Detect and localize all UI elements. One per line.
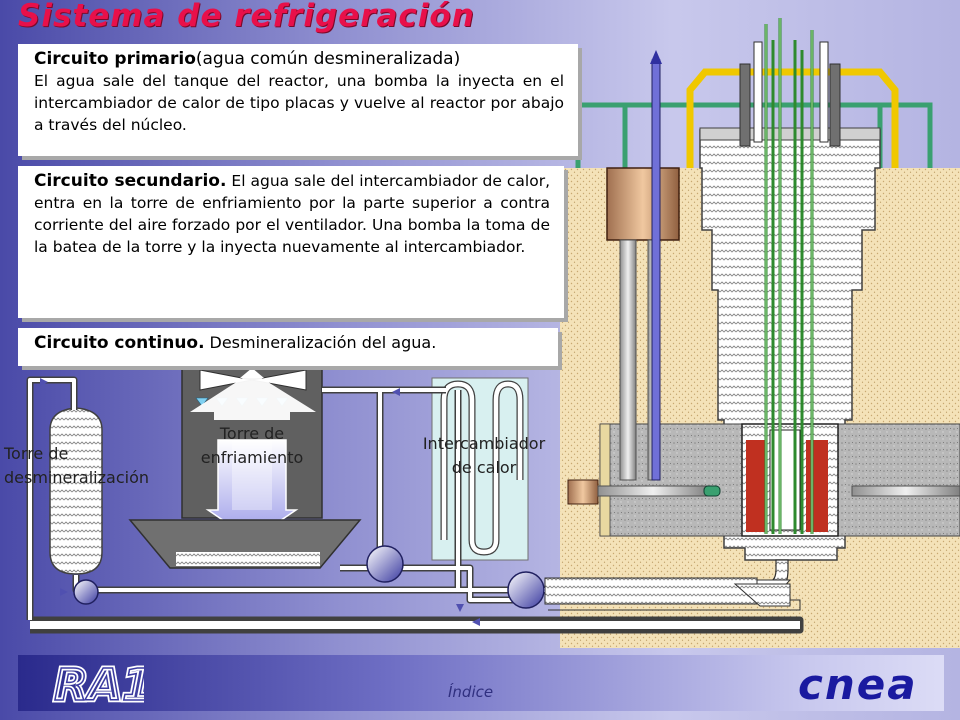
- pump-icon: [73, 545, 545, 609]
- footer-bar: [18, 655, 944, 711]
- index-link[interactable]: Índice: [448, 683, 494, 701]
- airflow-arrow-up: [190, 372, 316, 420]
- page-title: Sistema de refrigeración: [18, 0, 475, 34]
- primary-circuit-heading: Circuito primario: [34, 49, 196, 69]
- primary-circuit-subheading: (agua común desmineralizada): [195, 49, 461, 69]
- beam-tube-left: [567, 479, 599, 505]
- continuous-circuit-text: Desmineralización del agua.: [209, 333, 437, 352]
- continuous-circuit-heading: Circuito continuo.: [34, 333, 205, 353]
- continuous-circuit-note: Circuito continuo. Desmineralización del…: [18, 328, 558, 366]
- demineralization-tower-label: Torre de desmineralización: [4, 444, 149, 487]
- primary-circuit-text: El agua sale del tanque del reactor, una…: [34, 72, 564, 134]
- heat-exchanger-box: [431, 377, 529, 561]
- yellow-frame: [686, 68, 899, 168]
- secondary-circuit-note: Circuito secundario. El agua sale del in…: [18, 166, 564, 318]
- secondary-circuit-heading: Circuito secundario.: [34, 171, 227, 191]
- beam-tube-right: [851, 485, 960, 497]
- beam-column-plug: [606, 167, 680, 241]
- svg-text:RA1: RA1: [54, 660, 144, 706]
- primary-circuit-note: Circuito primario(agua común desminerali…: [18, 44, 578, 156]
- demineralization-column: [49, 407, 103, 575]
- heat-exchanger-label: Intercambiador de calor: [422, 434, 546, 477]
- control-rod: [739, 63, 751, 147]
- cooling-tower-label: Torre de enfriamiento: [200, 424, 304, 467]
- secondary-circuit-text: El agua sale del intercambiador de calor…: [34, 172, 550, 256]
- fan-icon: [199, 369, 253, 391]
- svg-text:RA1: RA1: [54, 660, 144, 706]
- cnea-logo: cnea: [798, 660, 918, 709]
- probe-tube: [651, 59, 661, 481]
- ra1-logo: RA1 RA1: [52, 660, 144, 706]
